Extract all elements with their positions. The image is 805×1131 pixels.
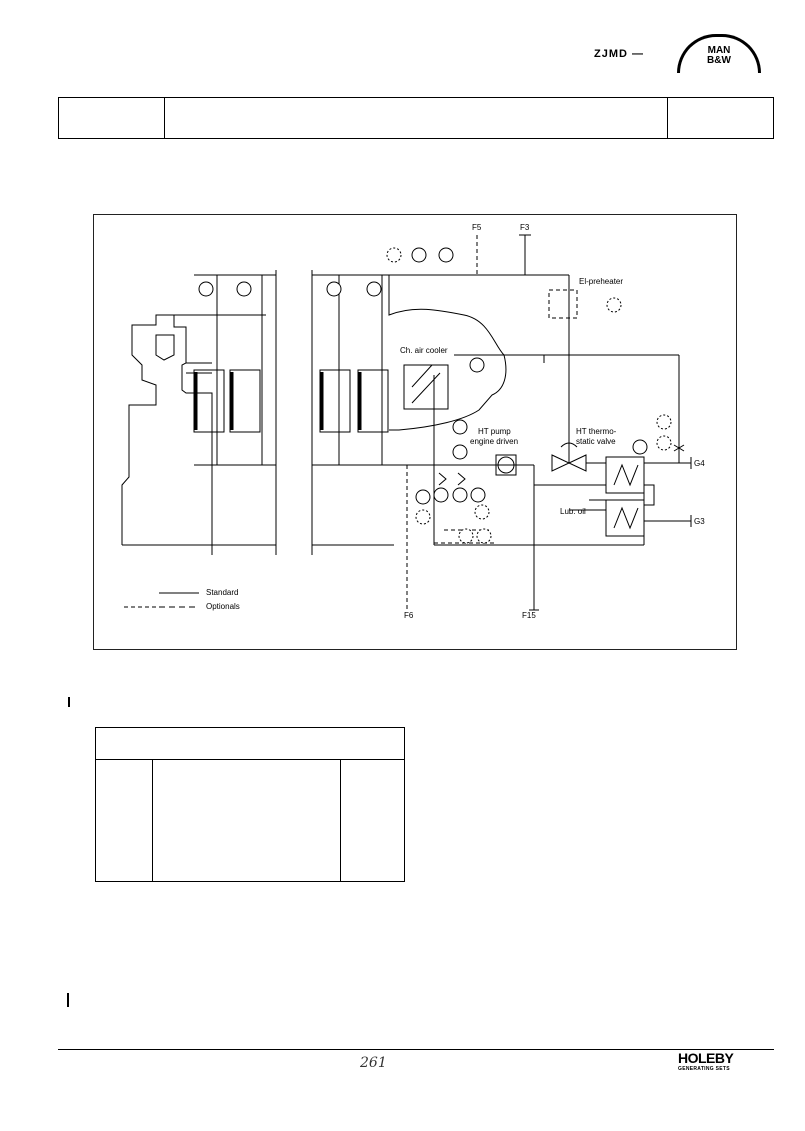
instrument-ti-5 bbox=[469, 357, 485, 373]
el-preheater-box bbox=[548, 289, 578, 319]
instrument-pt-6 bbox=[476, 528, 492, 544]
instrument-ti-2 bbox=[236, 281, 252, 297]
legend-optionals: Optionals bbox=[206, 602, 240, 611]
engine-detail-2 bbox=[186, 362, 212, 374]
air-cooler bbox=[403, 364, 449, 410]
instrument-pt-3 bbox=[433, 487, 449, 503]
instrument-ti-4 bbox=[366, 281, 382, 297]
holeby-subtitle: GENERATING SETS bbox=[678, 1066, 730, 1072]
heat-exchanger-lub bbox=[605, 499, 645, 537]
table-col-divider-1 bbox=[152, 760, 153, 882]
instrument-ts-2 bbox=[656, 435, 672, 451]
instrument-pi-1 bbox=[452, 419, 468, 435]
label-ht-pump: HT pump bbox=[478, 427, 511, 436]
engine-detail bbox=[155, 334, 175, 361]
logo-line1: MAN bbox=[707, 45, 731, 56]
label-f15: F15 bbox=[522, 611, 536, 620]
instrument-ts-1 bbox=[656, 414, 672, 430]
instrument-pt-4 bbox=[474, 504, 490, 520]
instrument-pt-2 bbox=[415, 509, 431, 525]
instrument-ti-8 bbox=[452, 487, 468, 503]
label-el-preheater: El-preheater bbox=[579, 277, 624, 286]
heat-exchanger-ht bbox=[605, 456, 645, 494]
ht-pump bbox=[495, 454, 517, 476]
table-col-divider-2 bbox=[340, 760, 341, 882]
instrument-pah bbox=[470, 487, 486, 503]
label-f3: F3 bbox=[520, 223, 530, 232]
cylinder-1 bbox=[193, 369, 225, 433]
cylinder-4 bbox=[357, 369, 389, 433]
label-f6: F6 bbox=[404, 611, 414, 620]
instrument-tc bbox=[386, 247, 402, 263]
cylinder-2 bbox=[229, 369, 261, 433]
legend-standard: Standard bbox=[206, 588, 239, 597]
instrument-ti-6 bbox=[452, 444, 468, 460]
label-static-valve: static valve bbox=[576, 437, 616, 446]
header-divider-right bbox=[667, 97, 668, 139]
cylinder-3 bbox=[319, 369, 351, 433]
man-bw-logo: MAN B&W bbox=[677, 34, 761, 73]
label-g4: G4 bbox=[694, 459, 705, 468]
instrument-pt-5 bbox=[458, 528, 474, 544]
brand-prefix: ZJMD — bbox=[594, 48, 645, 60]
empty-table bbox=[95, 727, 405, 882]
instrument-ti-7 bbox=[632, 439, 648, 455]
footer-signature: 261 bbox=[360, 1055, 387, 1071]
instrument-te bbox=[606, 297, 622, 313]
instrument-tah bbox=[411, 247, 427, 263]
instrument-pt-1 bbox=[415, 489, 431, 505]
label-f5: F5 bbox=[472, 223, 482, 232]
label-ht-thermo: HT thermo- bbox=[576, 427, 617, 436]
margin-mark-2 bbox=[67, 993, 69, 1007]
cooling-system-diagram: F5 F3 El-preheater Ch. air cooler HT pum… bbox=[93, 214, 737, 650]
logo-line2: B&W bbox=[707, 55, 731, 66]
label-ch-air-cooler: Ch. air cooler bbox=[400, 346, 448, 355]
instrument-tsh bbox=[438, 247, 454, 263]
header-divider-left bbox=[164, 97, 165, 139]
label-lub-oil: Lub. oil bbox=[560, 507, 586, 516]
engine-outline bbox=[121, 314, 213, 555]
footer-rule bbox=[58, 1049, 774, 1050]
label-engine-driven: engine driven bbox=[470, 437, 519, 446]
table-header-row bbox=[96, 728, 404, 760]
holeby-logo: HOLEBY bbox=[678, 1050, 734, 1066]
margin-mark-1 bbox=[68, 697, 70, 707]
header-title-block bbox=[58, 97, 774, 139]
label-g3: G3 bbox=[694, 517, 705, 526]
instrument-ti-3 bbox=[326, 281, 342, 297]
diagram-svg bbox=[121, 234, 692, 611]
instrument-ti-1 bbox=[198, 281, 214, 297]
